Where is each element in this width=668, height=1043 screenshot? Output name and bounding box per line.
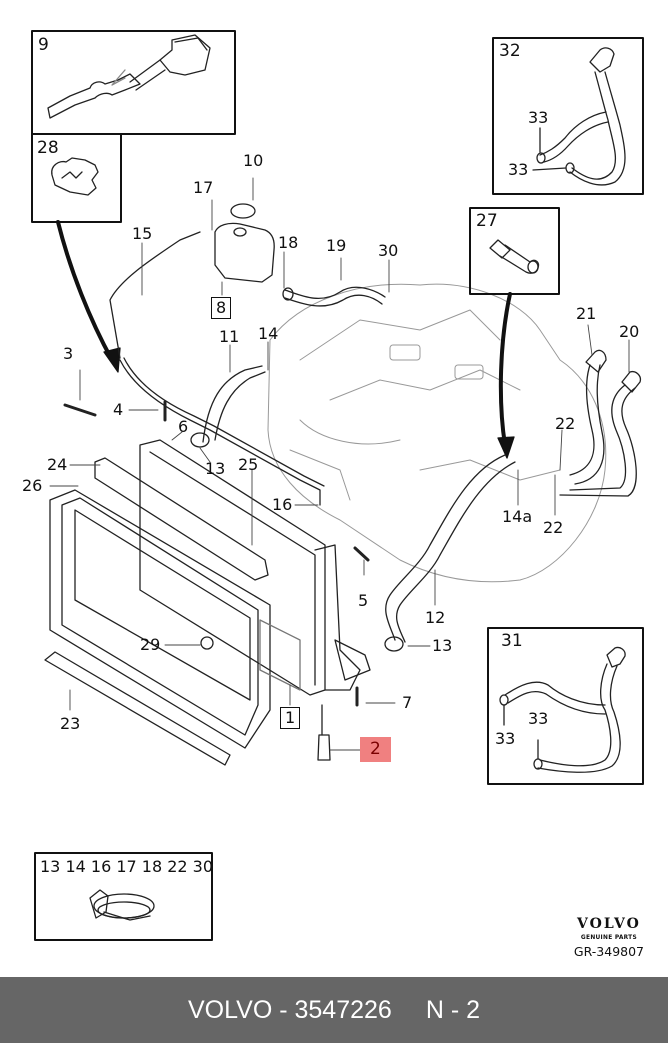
inset-28-frame xyxy=(31,133,122,223)
hose-31-drawing xyxy=(499,646,626,773)
callout-12: 12 xyxy=(425,608,446,627)
callout-30: 30 xyxy=(378,241,399,260)
footer-position: N - 2 xyxy=(425,995,481,1024)
expansion-tank-drawing xyxy=(214,222,275,283)
callout-29: 29 xyxy=(140,635,161,654)
callout-5: 5 xyxy=(358,591,369,610)
brand-block: VOLVO GENUINE PARTS GR-349807 xyxy=(574,916,644,959)
callout-20: 20 xyxy=(619,322,640,341)
callout-17: 17 xyxy=(193,178,214,197)
engine-outline xyxy=(267,283,607,583)
callout-25: 25 xyxy=(238,455,259,474)
inset-27-frame xyxy=(469,207,560,295)
callout-2-highlighted[interactable]: 2 xyxy=(360,737,391,762)
callout-22-lower: 22 xyxy=(543,518,564,537)
callout-24: 24 xyxy=(47,455,68,474)
callout-13-lower: 13 xyxy=(432,636,453,655)
nut-29-drawing xyxy=(200,636,214,650)
callout-6: 6 xyxy=(178,417,189,436)
callout-23: 23 xyxy=(60,714,81,733)
callout-26: 26 xyxy=(22,476,43,495)
clamp-inset-label: 13 14 16 17 18 22 30 xyxy=(40,857,214,876)
bolt-3-drawing xyxy=(63,403,97,417)
inset-31-label: 31 xyxy=(501,631,523,651)
inset-31-frame xyxy=(487,627,644,785)
footer-part-number: VOLVO - 3547226 xyxy=(187,995,392,1024)
drain-plug-drawing xyxy=(317,734,331,761)
genuine-parts-tagline: GENUINE PARTS xyxy=(580,933,637,941)
inset-9-label: 9 xyxy=(38,35,49,55)
inset-32-sub-a: 33 xyxy=(528,108,549,127)
callout-14a: 14a xyxy=(502,507,533,526)
diagram-drawing xyxy=(31,30,644,941)
parts-diagram: 9 28 32 33 33 27 31 33 33 13 14 16 17 18… xyxy=(22,30,644,959)
inset-28-label: 28 xyxy=(37,138,59,158)
callout-19: 19 xyxy=(326,236,347,255)
callout-13-upper: 13 xyxy=(205,459,226,478)
radiator-drawing xyxy=(44,439,371,766)
inset-32-label: 32 xyxy=(499,41,521,61)
callout-16: 16 xyxy=(272,495,293,514)
callout-7: 7 xyxy=(402,693,413,712)
tank-cap-drawing xyxy=(230,203,256,219)
volvo-logo: VOLVO xyxy=(577,916,641,932)
callout-14: 14 xyxy=(258,324,279,343)
callout-11: 11 xyxy=(219,327,240,346)
callout-18: 18 xyxy=(278,233,299,252)
clip-drawing xyxy=(51,157,99,196)
callout-4: 4 xyxy=(113,400,124,419)
hose-clamp-drawing xyxy=(89,889,155,921)
hose-13-drawing xyxy=(190,432,210,448)
hose-15-drawing xyxy=(119,359,321,506)
inset-27-label: 27 xyxy=(476,211,498,231)
callout-1: 1 xyxy=(280,707,301,729)
footer-bar: VOLVO - 3547226 N - 2 xyxy=(0,977,668,1043)
temperature-sensor-drawing xyxy=(47,34,211,119)
inset-9-frame xyxy=(31,30,236,135)
clamp-inset-frame xyxy=(34,852,213,941)
callout-22-upper: 22 xyxy=(555,414,576,433)
callout-10: 10 xyxy=(243,151,264,170)
callout-8: 8 xyxy=(211,297,232,319)
inset-31-sub-a: 33 xyxy=(495,729,516,748)
fitting-27-drawing xyxy=(489,239,540,274)
callout-3: 3 xyxy=(63,344,74,363)
inset-32-frame xyxy=(492,37,644,195)
bolt-5-drawing xyxy=(353,546,370,562)
callout-21: 21 xyxy=(576,304,597,323)
hose-32-drawing xyxy=(532,47,626,186)
inset-32-sub-b: 33 xyxy=(508,160,529,179)
callout-15: 15 xyxy=(132,224,153,243)
diagram-reference: GR-349807 xyxy=(573,944,644,959)
inset-31-sub-b: 33 xyxy=(528,709,549,728)
